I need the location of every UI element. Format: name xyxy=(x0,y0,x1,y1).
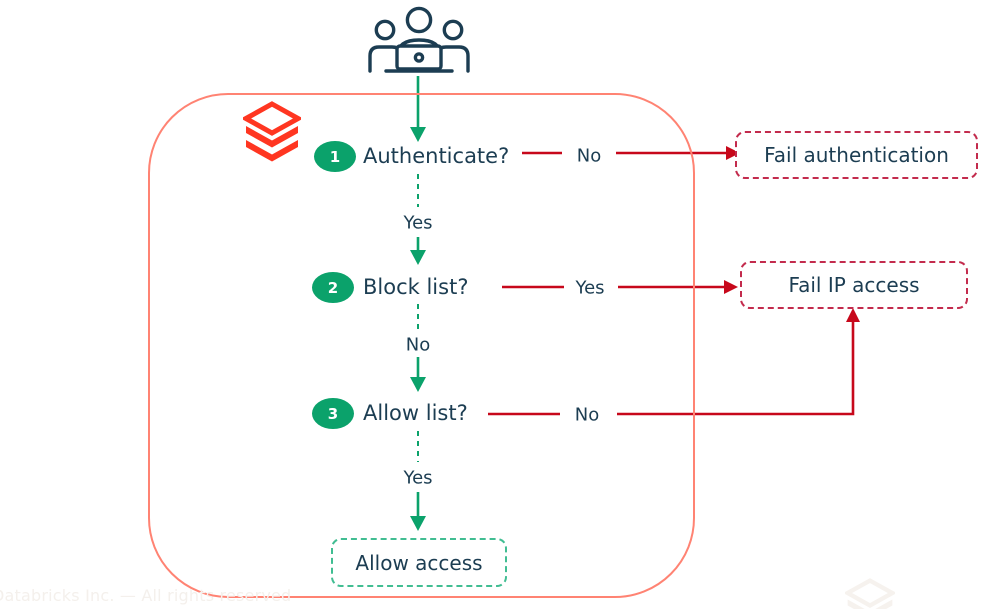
step-2-label: Block list? xyxy=(363,275,469,299)
step-3-branch-label: No xyxy=(574,404,600,426)
step-3-badge: 3 xyxy=(312,398,354,429)
green-arrowheads xyxy=(410,127,426,531)
step-2-branch-label: Yes xyxy=(575,277,605,299)
copyright-watermark: Databricks Inc. — All rights reserved xyxy=(0,586,292,605)
allow-access-label: Allow access xyxy=(355,550,483,575)
user-group-icon xyxy=(368,6,470,73)
step-1-number: 1 xyxy=(329,147,341,166)
step-2-number: 2 xyxy=(327,278,339,297)
red-arrowheads xyxy=(724,146,860,322)
fail-ip-access-label: Fail IP access xyxy=(788,273,920,297)
databricks-watermark-icon xyxy=(845,578,895,609)
step-1-badge: 1 xyxy=(314,141,356,172)
fail-authentication-box: Fail authentication xyxy=(735,131,978,179)
fail-ip-access-box: Fail IP access xyxy=(740,261,968,309)
step-2-badge: 2 xyxy=(312,272,354,303)
allow-access-box: Allow access xyxy=(331,538,507,587)
step-1-branch-label: No xyxy=(576,145,602,167)
fail-authentication-label: Fail authentication xyxy=(764,143,949,167)
connector-1-2-label: Yes xyxy=(403,212,433,234)
databricks-logo xyxy=(243,101,301,162)
step-3-number: 3 xyxy=(327,404,339,423)
step-3-label: Allow list? xyxy=(363,401,468,425)
step-1-label: Authenticate? xyxy=(363,144,510,168)
connector-2-3-label: No xyxy=(405,334,431,356)
connector-3-allow-label: Yes xyxy=(403,467,433,489)
flow-boundary-frame xyxy=(148,93,695,598)
